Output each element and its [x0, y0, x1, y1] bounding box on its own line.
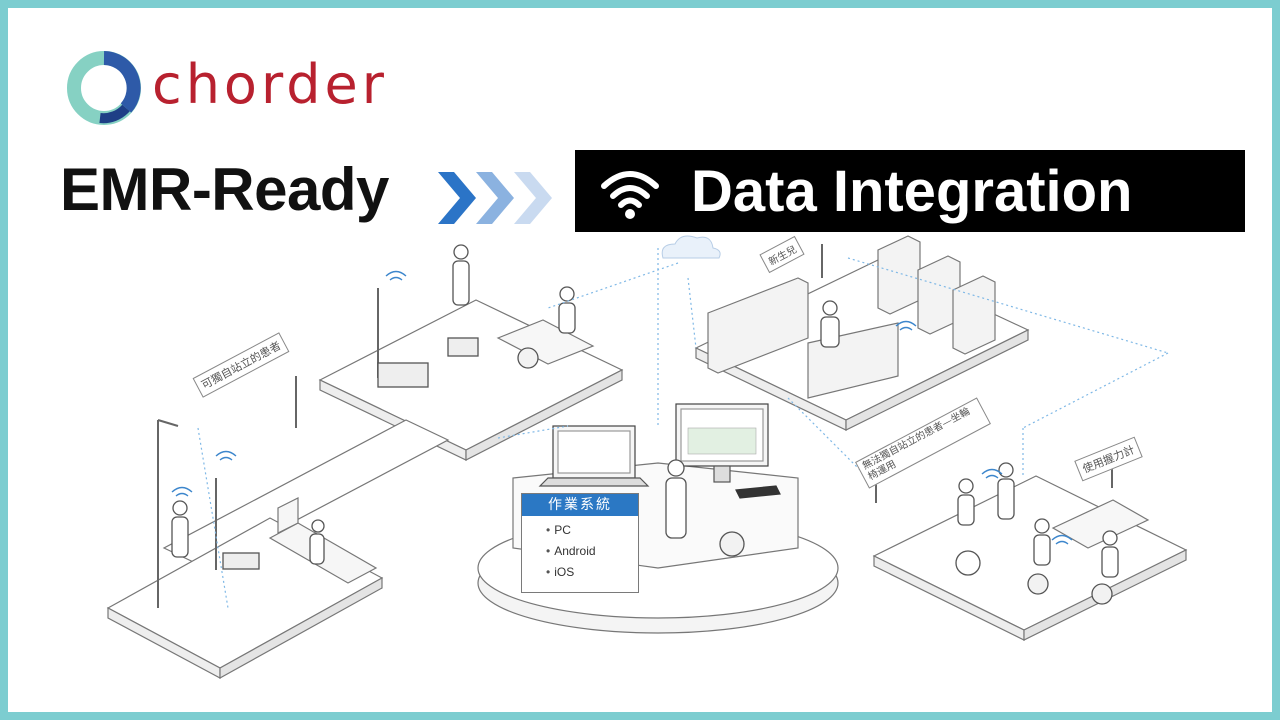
banner-title: Data Integration	[691, 159, 1133, 224]
headline-emr-ready: EMR-Ready	[60, 156, 389, 223]
os-item-pc: PC	[546, 520, 638, 541]
chevrons-icon	[438, 172, 552, 224]
logo-ring-icon	[67, 51, 141, 125]
os-item-android: Android	[546, 541, 638, 562]
os-info-box: 作業系統 PC Android iOS	[521, 493, 639, 593]
wifi-icon	[601, 171, 659, 219]
charder-logo: chorder	[60, 44, 490, 136]
clinic-scene-illustration	[106, 235, 1188, 680]
data-integration-banner: Data Integration	[575, 150, 1245, 232]
brand-wordmark: chorder	[152, 53, 388, 116]
os-item-ios: iOS	[546, 562, 638, 583]
os-box-title: 作業系統	[522, 494, 638, 516]
platform-standing	[106, 517, 384, 669]
os-list: PC Android iOS	[522, 516, 638, 583]
platform-wheelchair	[872, 475, 1188, 631]
